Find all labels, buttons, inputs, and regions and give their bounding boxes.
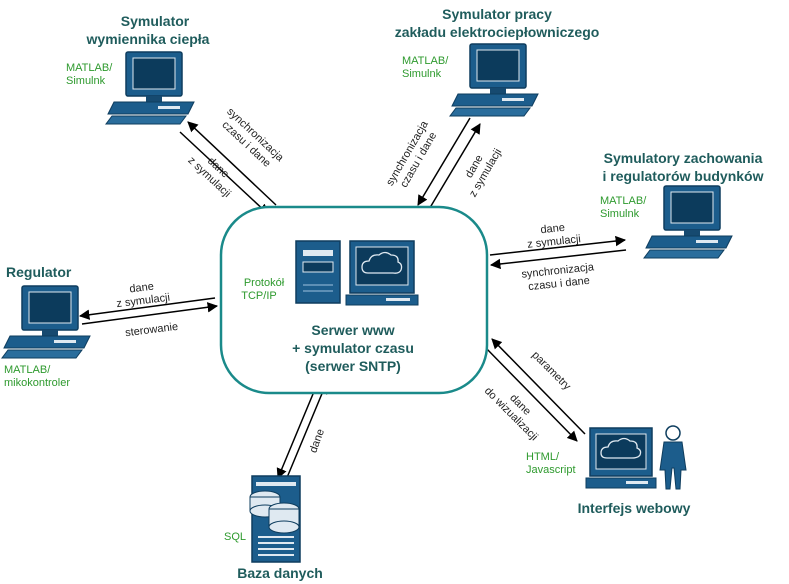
edge-label-database: dane [307, 427, 327, 454]
heat-exchanger-title-2: wymiennika ciepła [86, 31, 210, 47]
edge-label-web-data: dane do wizualizacji [482, 385, 540, 443]
svg-text:parametry: parametry [529, 349, 573, 393]
svg-text:dane: dane [540, 222, 566, 236]
server-title-1: Serwer www [311, 322, 394, 338]
server-node: Protokół TCP/IP Serwer www + symulator c… [219, 205, 489, 395]
computer-icon [105, 51, 195, 125]
web-tech-1: HTML/ [526, 451, 560, 463]
chp-plant-title-1: Symulator pracy [442, 6, 552, 22]
edge-label-chp-data: dane z symulacji [463, 147, 504, 200]
svg-text:z symulacji: z symulacji [527, 233, 582, 251]
regulator-tech-1: MATLAB/ [4, 364, 51, 376]
server-title-3: (serwer SNTP) [305, 358, 401, 374]
edge-database [276, 381, 328, 481]
regulator-title: Regulator [6, 264, 72, 280]
node-chp-plant: Symulator pracy zakładu elektrociepłowni… [395, 6, 600, 117]
heat-exchanger-tech-1: MATLAB/ [66, 62, 113, 74]
regulator-tech-2: mikokontroler [4, 377, 70, 389]
svg-text:dane: dane [307, 427, 327, 454]
svg-text:sterowanie: sterowanie [124, 321, 178, 339]
database-icon [249, 475, 301, 563]
edge-label-chp-sync: synchronizacja czasu i dane [384, 118, 439, 190]
heat-exchanger-tech-2: Simulnk [66, 75, 106, 87]
edge-web [483, 338, 586, 442]
server-tower-icon [295, 240, 341, 304]
node-heat-exchanger: Symulator wymiennika ciepła MATLAB/ Simu… [66, 13, 210, 125]
computer-icon [1, 285, 91, 359]
edge-chp-plant [417, 117, 481, 212]
node-database: SQL Baza danych [224, 475, 323, 581]
user-icon [659, 425, 687, 490]
edge-label-heat-data: dane z symulacji [185, 155, 233, 200]
chp-plant-title-2: zakładu elektrociepłowniczego [395, 24, 600, 40]
server-monitor-icon [345, 240, 419, 306]
edge-label-buildings-data: dane z symulacji [527, 222, 582, 251]
edge-heat-exchanger [179, 121, 277, 215]
computer-icon [449, 43, 539, 117]
buildings-title-1: Symulatory zachowania [604, 150, 763, 166]
edge-label-buildings-sync: synchronizacja czasu i dane [521, 261, 595, 293]
edge-buildings [489, 235, 627, 270]
web-monitor-icon [585, 427, 657, 489]
protocol-label-2: TCP/IP [241, 290, 276, 302]
chp-plant-tech-1: MATLAB/ [402, 55, 449, 67]
web-title: Interfejs webowy [578, 500, 691, 516]
buildings-tech-1: MATLAB/ [600, 195, 647, 207]
computer-icon [643, 185, 733, 259]
protocol-label-1: Protokół [244, 277, 285, 289]
buildings-tech-2: Simulnk [600, 208, 640, 220]
edge-label-regulator-control: sterowanie [124, 321, 178, 339]
node-buildings: Symulatory zachowania i regulatorów budy… [600, 150, 764, 259]
server-title-2: + symulator czasu [292, 340, 414, 356]
chp-plant-tech-2: Simulnk [402, 68, 442, 80]
edge-label-heat-sync: synchronizacja czasu i dane [220, 106, 287, 170]
svg-text:dane: dane [129, 281, 155, 296]
database-tech: SQL [224, 531, 246, 543]
edge-label-web-params: parametry [529, 349, 573, 393]
web-tech-2: Javascript [526, 464, 576, 476]
heat-exchanger-title-1: Symulator [121, 13, 190, 29]
edge-regulator [78, 297, 219, 325]
database-title: Baza danych [237, 565, 323, 581]
node-regulator: Regulator MATLAB/ mikokontroler [1, 264, 91, 389]
node-web: HTML/ Javascript Interfejs webowy [526, 425, 691, 516]
buildings-title-2: i regulatorów budynków [602, 168, 763, 184]
